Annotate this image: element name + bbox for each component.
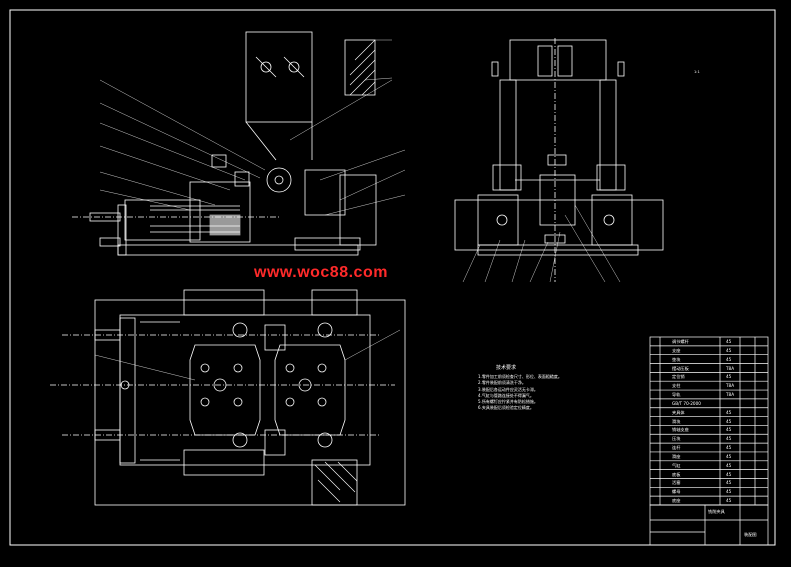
bom-part-material: 45	[726, 356, 732, 362]
bom-part-name: 定位销	[672, 374, 685, 380]
bom-part-name: 滑块	[672, 418, 681, 424]
bom-part-name: GB/T 70-2000	[672, 400, 701, 406]
top-view	[50, 289, 406, 506]
bom-part-material: 45	[726, 471, 732, 477]
bom-part-material: T8A	[726, 383, 735, 389]
bom-part-material: 45	[726, 489, 732, 495]
bom-part-name: 压块	[672, 436, 681, 442]
drawing-frame	[9, 9, 776, 546]
bom-part-name: 活塞	[672, 480, 681, 486]
note-line: 6.夹具装配后须检验定位精度。	[478, 405, 534, 411]
bom-part-name: 底座	[672, 498, 681, 504]
front-view	[72, 31, 406, 256]
note-line: 3.装配后各运动件应灵活无卡滞。	[478, 386, 538, 392]
bom-part-material: 45	[726, 409, 732, 415]
bom-part-name: 垫块	[672, 356, 681, 362]
bom-part-name: 底板	[672, 471, 681, 477]
notes-lines: 1.零件加工前须检查尺寸、形位、表面粗糙度。2.零件装配前须清洗干净。3.装配后…	[478, 374, 562, 411]
note-line: 4.气缸与管路连接处不得漏气。	[478, 392, 534, 398]
bom-part-material: 45	[726, 436, 732, 442]
bom-part-material: 45	[726, 418, 732, 424]
bom-part-material: 45	[726, 374, 732, 380]
bom-part-name: 夹具体	[672, 409, 685, 415]
bom-part-material: T8A	[726, 365, 735, 371]
bom-part-material: T8A	[726, 392, 735, 398]
note-line: 5.所有螺钉应拧紧并有防松措施。	[478, 399, 538, 405]
bom-part-material: 45	[726, 427, 732, 433]
note-line: 1.零件加工前须检查尺寸、形位、表面粗糙度。	[478, 374, 562, 380]
bom-part-name: 气缸	[672, 462, 681, 468]
title-block-name: 铣削夹具	[708, 509, 725, 514]
bom-part-name: 支柱	[672, 383, 681, 389]
notes-title: 技术要求	[496, 365, 517, 371]
bom-part-name: 支座	[672, 347, 681, 353]
bom-part-name: 滑座	[672, 453, 681, 459]
bom-part-name: 导轨	[672, 392, 681, 398]
side-view	[454, 38, 664, 283]
scale-mark: 1:1	[694, 70, 700, 74]
bom-part-name: 连杆	[672, 445, 681, 451]
watermark-text: www.woc88.com	[254, 264, 388, 281]
bom-part-material: 45	[726, 498, 732, 504]
bom-part-name: 调节螺杆	[672, 339, 689, 344]
bom-part-material: 45	[726, 445, 732, 451]
bom-part-material: 45	[726, 453, 732, 459]
bom-part-name: 销轴支座	[672, 427, 689, 433]
bom-part-material: 45	[726, 347, 732, 353]
bom-part-material: 45	[726, 462, 732, 468]
bom-table	[649, 336, 769, 546]
bom-part-name: 摆动压板	[672, 365, 689, 371]
bom-part-material: 45	[726, 480, 732, 486]
title-block-drawing-no: 装配图	[744, 532, 757, 537]
bom-part-material: 45	[726, 339, 732, 344]
technical-notes: 技术要求 1.零件加工前须检查尺寸、形位、表面粗糙度。2.零件装配前须清洗干净。…	[478, 365, 562, 411]
bom-part-name: 螺母	[672, 489, 681, 495]
note-line: 2.零件装配前须清洗干净。	[478, 380, 526, 386]
